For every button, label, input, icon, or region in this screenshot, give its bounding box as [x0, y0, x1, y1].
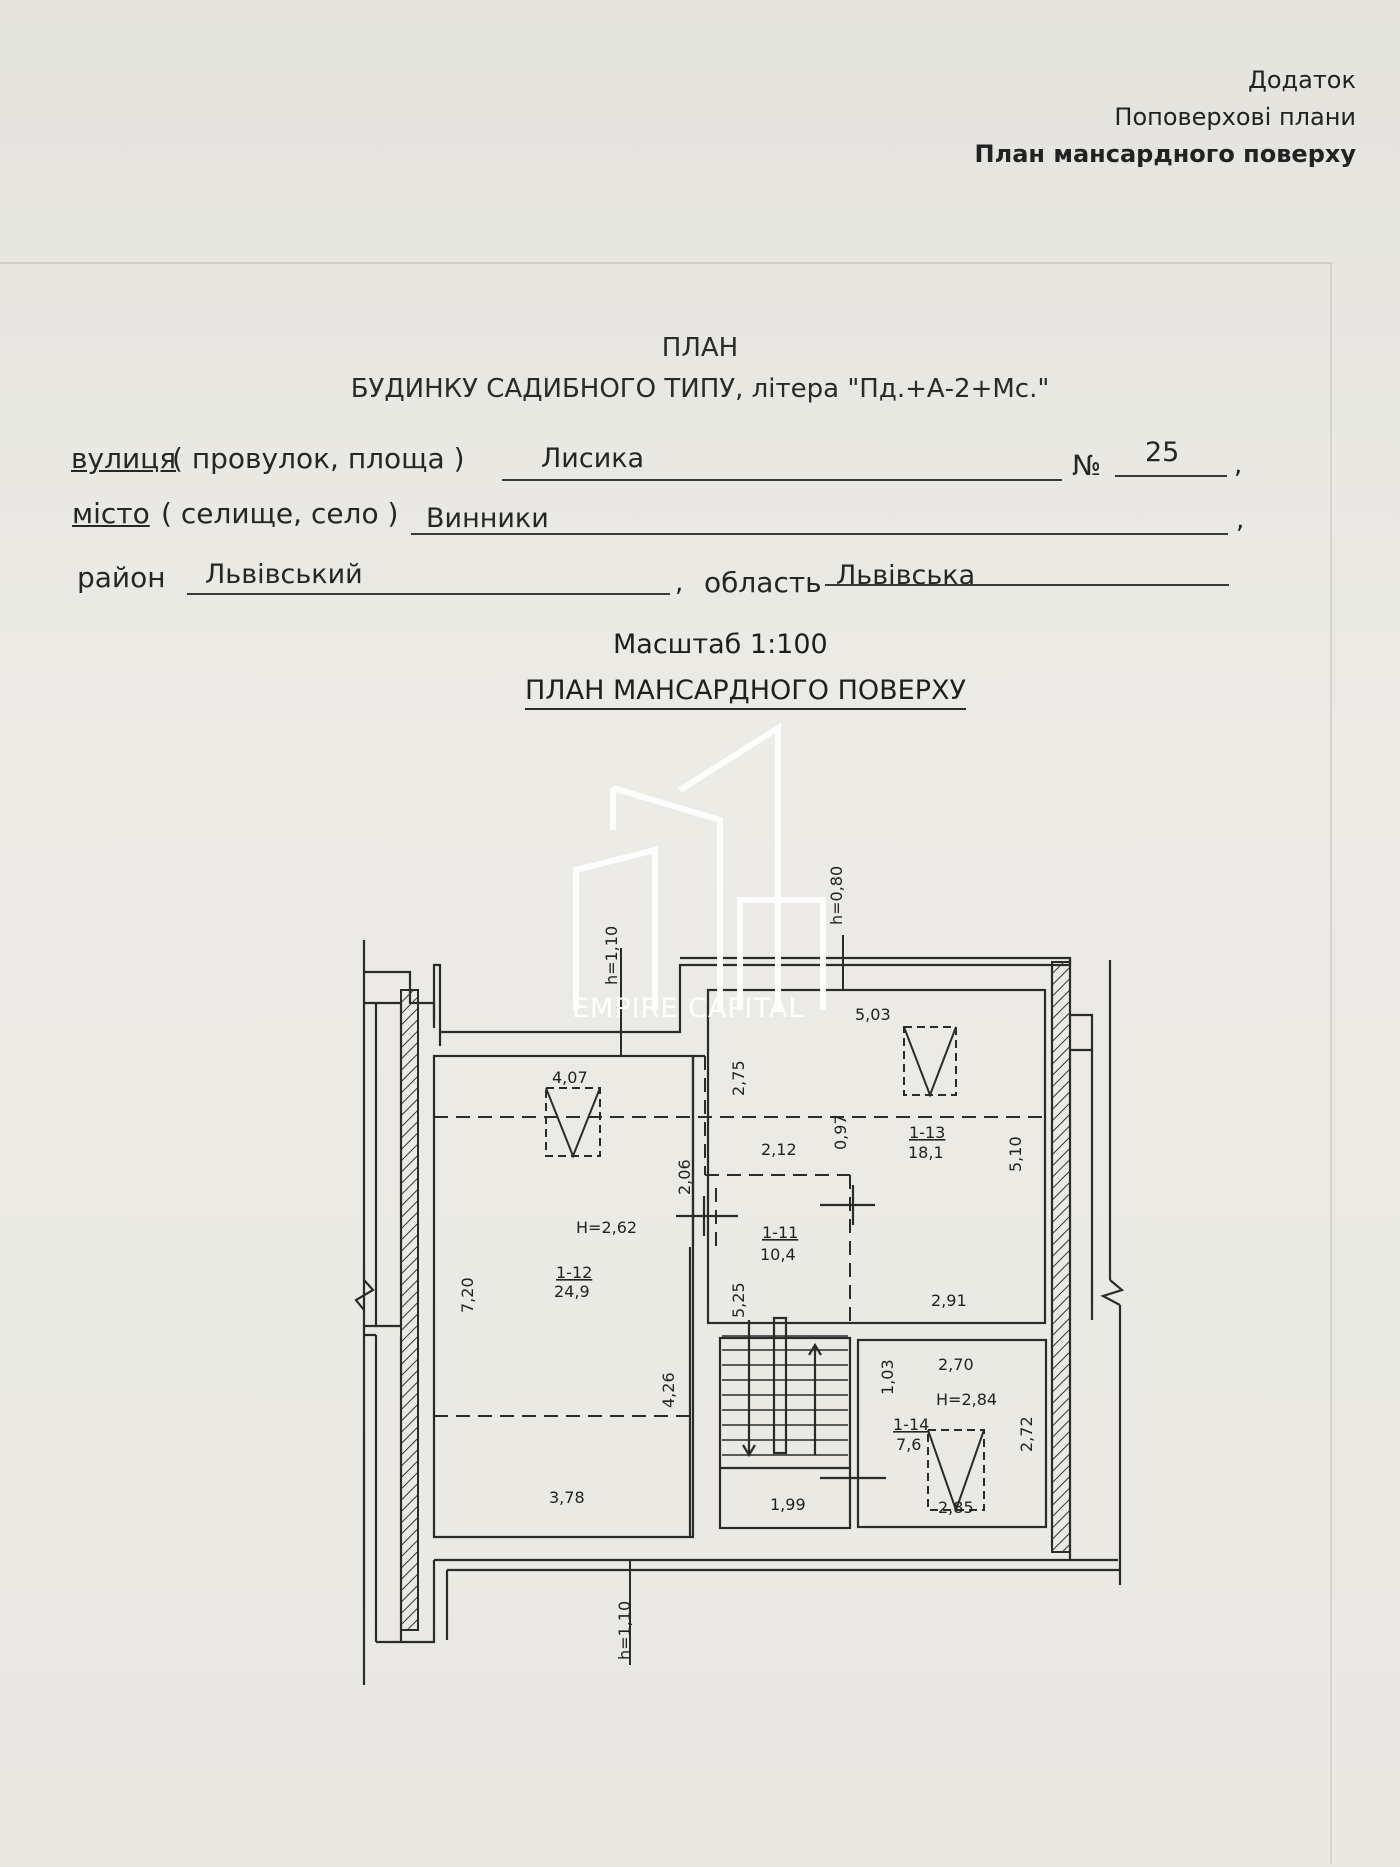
street-value: Лисика — [541, 443, 645, 474]
watermark-text: EMPIRE CAPITAL — [572, 993, 805, 1024]
document-subtitle: БУДИНКУ САДИБНОГО ТИПУ, літера "Пд.+А-2+… — [350, 374, 1050, 404]
dim-407: 4,07 — [552, 1068, 588, 1087]
dim-510: 5,10 — [1006, 1136, 1025, 1172]
city-underline — [411, 533, 1228, 535]
right-wall-hatch — [1051, 961, 1071, 1553]
room-1-12-area: 24,9 — [554, 1282, 590, 1301]
dim-199: 1,99 — [770, 1495, 806, 1514]
height-h110-top: h=1,10 — [602, 926, 621, 985]
region-underline — [825, 584, 1229, 586]
dim-378: 3,78 — [549, 1488, 585, 1507]
room-1-12-id: 1-12 — [556, 1263, 592, 1282]
room-1-14-area: 7,6 — [896, 1435, 921, 1454]
street-suffix: ( провулок, площа ) — [172, 442, 465, 475]
dim-285: 2,85 — [938, 1498, 974, 1517]
dim-525: 5,25 — [729, 1282, 748, 1318]
appendix-line-2: Поповерхові плани — [1114, 103, 1356, 131]
height-h080: h=0,80 — [827, 866, 846, 925]
street-label: вулиця — [71, 442, 177, 475]
number-comma: , — [1234, 450, 1243, 480]
number-label: № — [1072, 449, 1102, 482]
dim-212: 2,12 — [761, 1140, 797, 1159]
sheet-edge — [0, 262, 1332, 1864]
district-label: район — [77, 561, 166, 594]
scale-text: Масштаб 1:100 — [613, 629, 828, 660]
district-value: Львівський — [205, 559, 363, 590]
district-underline — [187, 593, 670, 595]
city-value: Винники — [426, 503, 549, 534]
room-height-h284: H=2,84 — [936, 1390, 997, 1409]
number-value: 25 — [1145, 437, 1180, 468]
region-label: область — [704, 566, 822, 599]
city-label: місто — [72, 497, 150, 530]
floor-plan-title: ПЛАН МАНСАРДНОГО ПОВЕРХУ — [525, 675, 966, 710]
room-1-14-id: 1-14 — [893, 1415, 929, 1434]
district-comma: , — [675, 568, 684, 598]
room-height-h262: H=2,62 — [576, 1218, 637, 1237]
dim-097: 0,97 — [831, 1114, 850, 1150]
dim-426: 4,26 — [659, 1372, 678, 1408]
dim-103: 1,03 — [878, 1359, 897, 1395]
dim-291: 2,91 — [931, 1291, 967, 1310]
dim-206: 2,06 — [675, 1159, 694, 1195]
height-h110-bottom: h=1,10 — [615, 1601, 634, 1660]
appendix-block: Додаток Поповерхові плани План мансардно… — [975, 62, 1356, 173]
left-wall-hatch — [400, 989, 419, 1631]
city-comma: , — [1236, 505, 1245, 535]
dim-270: 2,70 — [938, 1355, 974, 1374]
room-1-13-area: 18,1 — [908, 1143, 944, 1162]
room-1-11-id: 1-11 — [762, 1223, 798, 1242]
appendix-line-1: Додаток — [1248, 66, 1356, 94]
room-1-13-id: 1-13 — [909, 1123, 945, 1142]
city-suffix: ( селище, село ) — [161, 497, 399, 530]
dim-275: 2,75 — [729, 1060, 748, 1096]
document-title: ПЛАН — [661, 333, 739, 363]
room-1-11-area: 10,4 — [760, 1245, 796, 1264]
number-underline — [1115, 475, 1227, 477]
dim-503: 5,03 — [855, 1005, 891, 1024]
dim-272: 2,72 — [1017, 1416, 1036, 1452]
appendix-line-3: План мансардного поверху — [974, 140, 1356, 168]
region-value: Львівська — [836, 560, 976, 591]
dim-720: 7,20 — [458, 1277, 477, 1313]
street-underline — [502, 479, 1062, 481]
